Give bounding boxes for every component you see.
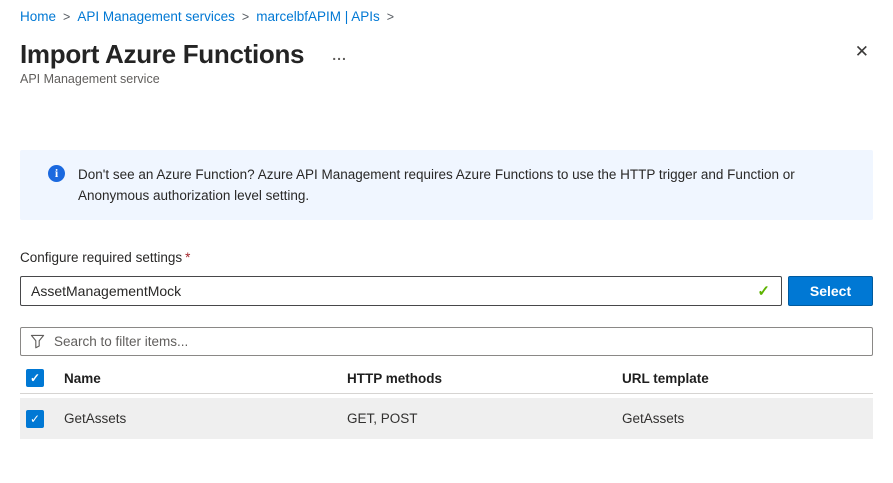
select-all-checkbox[interactable]: ✓: [26, 369, 44, 387]
column-header-http-methods[interactable]: HTTP methods: [347, 370, 443, 386]
header-checkbox-cell: ✓: [20, 369, 64, 387]
page-title: Import Azure Functions: [20, 39, 305, 69]
column-header-name[interactable]: Name: [64, 370, 101, 386]
panel-header: Import Azure Functions ... ✕: [20, 39, 873, 69]
info-icon: i: [48, 165, 65, 182]
function-app-picker-row: ✓ Select: [20, 276, 873, 306]
row-checkbox-cell: ✓: [20, 409, 64, 428]
breadcrumb-separator: >: [386, 10, 395, 24]
required-marker: *: [185, 250, 191, 265]
close-icon[interactable]: ✕: [851, 41, 873, 62]
info-banner-text: Don't see an Azure Function? Azure API M…: [78, 167, 795, 203]
breadcrumb-separator: >: [63, 10, 71, 24]
function-app-input[interactable]: [20, 276, 782, 306]
breadcrumb-separator: >: [241, 10, 250, 24]
more-options-icon[interactable]: ...: [332, 47, 347, 63]
panel-subtitle: API Management service: [20, 72, 160, 86]
import-azure-functions-panel: Home > API Management services > marcelbfAPI…: [20, 8, 873, 439]
select-button[interactable]: Select: [788, 276, 873, 306]
settings-label-text: Configure required settings: [20, 250, 183, 265]
operations-table: ✓ Name HTTP methods URL template ✓ GetAs…: [20, 363, 873, 439]
row-name-cell: GetAssets: [64, 411, 127, 426]
breadcrumb-home-link[interactable]: Home: [20, 9, 57, 24]
row-url-template-cell: GetAssets: [622, 411, 685, 426]
breadcrumb: Home > API Management services > marcelbfAPI…: [20, 8, 873, 26]
row-http-methods-cell: GET, POST: [347, 411, 418, 426]
configure-required-settings-label: Configure required settings*: [20, 250, 873, 265]
table-header-row: ✓ Name HTTP methods URL template: [20, 363, 873, 394]
search-input[interactable]: [20, 327, 873, 356]
breadcrumb-api-management-services-link[interactable]: API Management services: [77, 9, 235, 24]
column-header-url-template[interactable]: URL template: [622, 370, 709, 386]
row-checkbox[interactable]: ✓: [26, 409, 44, 428]
breadcrumb-apim-apis-link[interactable]: marcelbfAPIM | APIs: [256, 9, 380, 24]
function-app-input-wrap: ✓: [20, 276, 782, 306]
filter-input-wrap: [20, 327, 873, 356]
table-row[interactable]: ✓ GetAssets GET, POST GetAssets: [20, 398, 873, 439]
info-banner: i Don't see an Azure Function? Azure API…: [20, 150, 873, 220]
